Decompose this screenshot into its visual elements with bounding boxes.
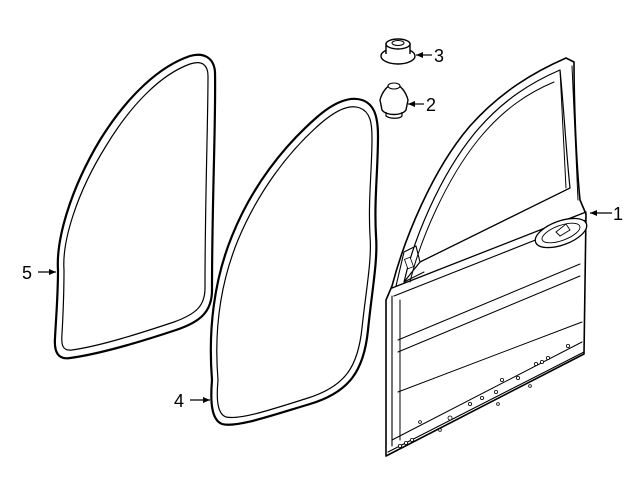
callout-4: 4 <box>174 391 184 411</box>
callout-3: 3 <box>434 46 444 66</box>
callout-leaders <box>38 52 612 403</box>
callout-5: 5 <box>22 263 32 283</box>
part-4-door-seal-inner <box>209 97 380 426</box>
part-1-door-shell <box>385 57 588 457</box>
part-2-bumper <box>379 82 409 119</box>
callout-1: 1 <box>613 204 623 224</box>
part-5-door-seal-outer <box>53 53 217 360</box>
part-3-grommet <box>380 38 416 65</box>
callout-2: 2 <box>426 95 436 115</box>
